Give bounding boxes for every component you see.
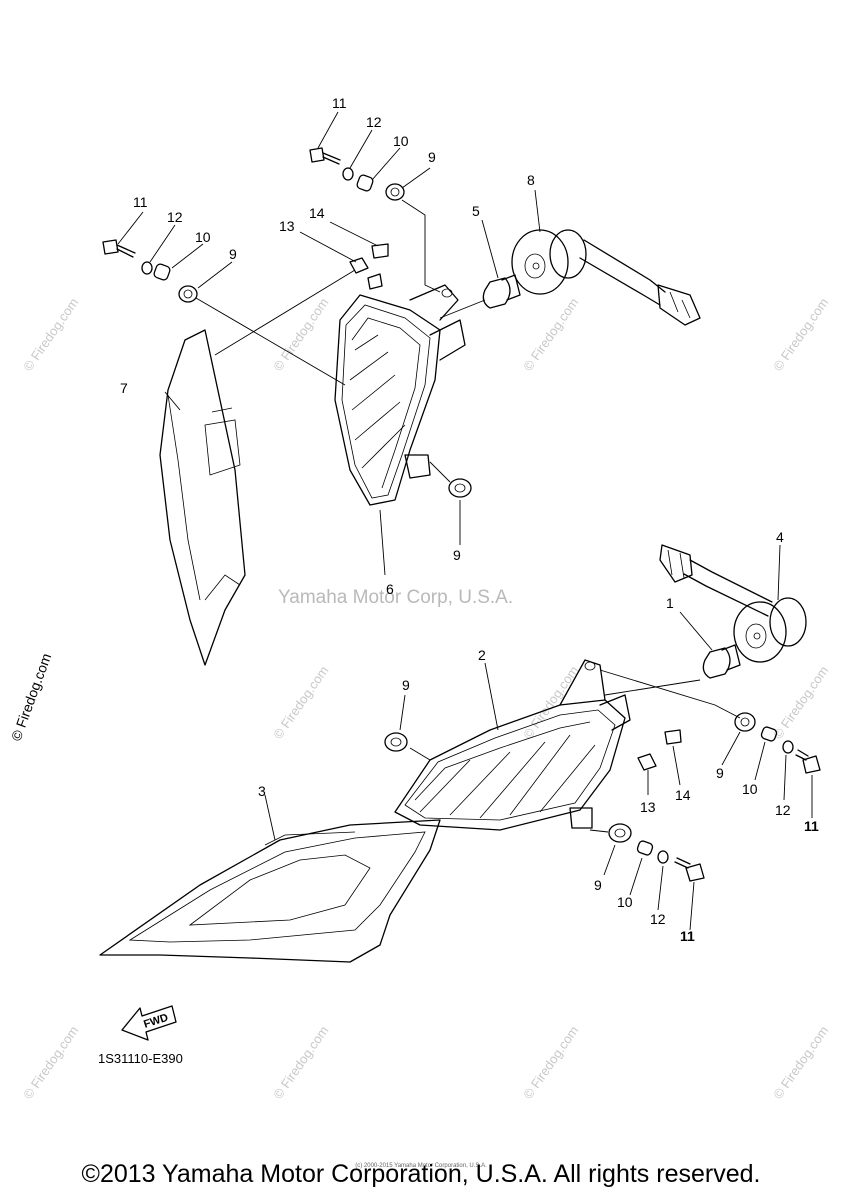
part-6-lamp bbox=[334, 284, 466, 506]
callout-12: 12 bbox=[366, 114, 382, 130]
part-1-bulb bbox=[702, 644, 741, 679]
callout-11: 11 bbox=[332, 95, 347, 111]
callout-10: 10 bbox=[617, 894, 633, 910]
callout-9: 9 bbox=[402, 677, 410, 693]
copyright-footer: ©2013 Yamaha Motor Corporation, U.S.A. A… bbox=[81, 1160, 761, 1188]
watermark-text: © Firedog.com bbox=[770, 295, 831, 374]
lower-leaders bbox=[264, 544, 813, 931]
watermark-layer: © Firedog.com © Firedog.com © Firedog.co… bbox=[20, 295, 831, 1102]
callout-9: 9 bbox=[453, 547, 461, 563]
watermark-text: © Firedog.com bbox=[20, 295, 81, 374]
watermark-text: © Firedog.com bbox=[770, 663, 831, 742]
callout-1: 1 bbox=[666, 595, 674, 611]
part-4-socket bbox=[659, 544, 807, 663]
callout-6: 6 bbox=[386, 581, 394, 597]
part-5-bulb bbox=[482, 274, 521, 309]
callout-3: 3 bbox=[258, 783, 266, 799]
callout-2: 2 bbox=[478, 647, 486, 663]
watermark-text: © Firedog.com bbox=[520, 295, 581, 374]
callout-14: 14 bbox=[675, 787, 691, 803]
callout-9: 9 bbox=[716, 765, 724, 781]
callout-13: 13 bbox=[640, 799, 656, 815]
part-8-socket bbox=[511, 229, 701, 326]
watermark-text: © Firedog.com bbox=[770, 1023, 831, 1102]
watermark-text: © Firedog.com bbox=[20, 1023, 81, 1102]
watermark-side: © Firedog.com bbox=[8, 651, 55, 743]
callout-12: 12 bbox=[167, 209, 183, 225]
callout-13: 13 bbox=[279, 218, 295, 234]
part-7-cover bbox=[159, 329, 246, 666]
callout-7: 7 bbox=[120, 380, 128, 396]
watermark-text: © Firedog.com bbox=[270, 663, 331, 742]
part-3-cover bbox=[99, 819, 441, 963]
callout-9: 9 bbox=[229, 246, 237, 262]
callout-11: 11 bbox=[133, 194, 148, 210]
callout-10: 10 bbox=[393, 133, 409, 149]
callout-8: 8 bbox=[527, 172, 535, 188]
watermark-text: © Firedog.com bbox=[270, 295, 331, 374]
callout-10: 10 bbox=[195, 229, 211, 245]
callout-12: 12 bbox=[650, 911, 666, 927]
upper-leaders bbox=[117, 111, 541, 576]
callout-labels: 1 2 3 4 5 6 7 8 9 9 9 9 9 9 10 10 10 10 … bbox=[120, 95, 819, 944]
callout-10: 10 bbox=[742, 781, 758, 797]
watermark-center: Yamaha Motor Corp, U.S.A. bbox=[278, 587, 513, 608]
callout-9: 9 bbox=[428, 149, 436, 165]
callout-11: 11 bbox=[804, 818, 819, 834]
callout-5: 5 bbox=[472, 203, 480, 219]
fwd-arrow: FWD bbox=[121, 1005, 177, 1041]
part-2-lamp bbox=[394, 659, 631, 831]
callout-14: 14 bbox=[309, 205, 325, 221]
callout-4: 4 bbox=[776, 529, 784, 545]
tiny-copyright-note: (c) 2000-2015 Yamaha Motor Corporation, … bbox=[355, 1163, 487, 1169]
watermark-text: © Firedog.com bbox=[520, 663, 581, 742]
watermark-text: © Firedog.com bbox=[520, 1023, 581, 1102]
lower-fasteners bbox=[384, 712, 821, 882]
upper-fasteners bbox=[102, 147, 472, 498]
watermark-text: © Firedog.com bbox=[270, 1023, 331, 1102]
diagram-code: 1S31110-E390 bbox=[98, 1051, 183, 1066]
callout-12: 12 bbox=[775, 802, 791, 818]
callout-11: 11 bbox=[680, 928, 695, 944]
callout-9: 9 bbox=[594, 877, 602, 893]
